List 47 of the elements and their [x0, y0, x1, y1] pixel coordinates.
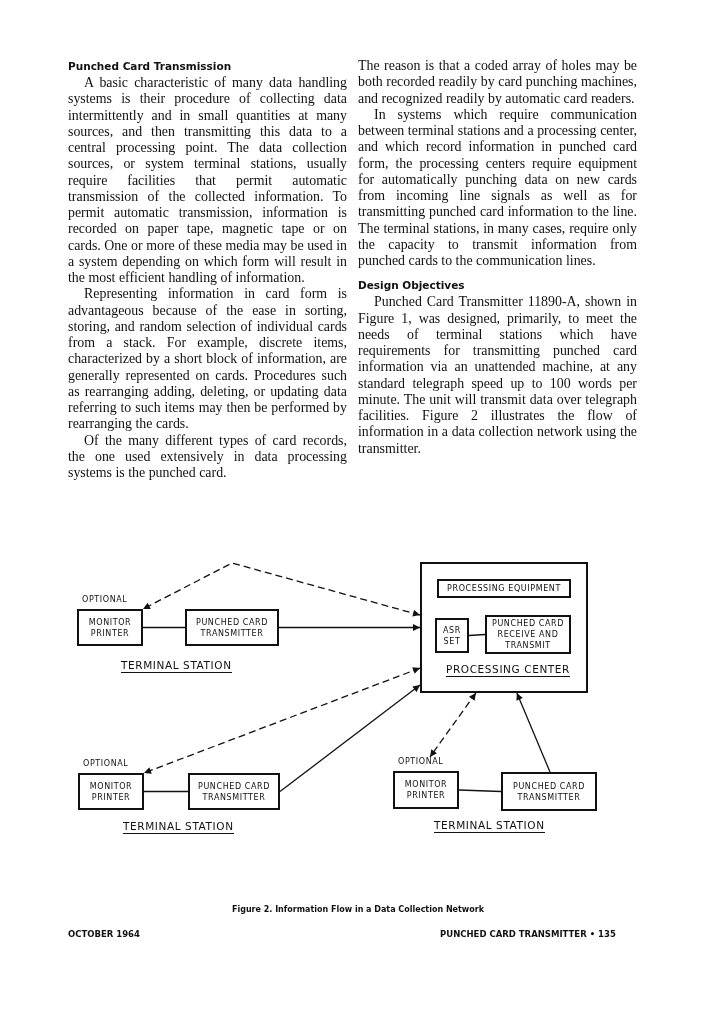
box-text: MONITOR PRINTER: [88, 780, 134, 803]
box-text: PUNCHED CARD TRANSMITTER: [195, 616, 269, 639]
arrow: [142, 562, 421, 617]
paragraph: A basic characteristic of many data handling systems is their procedure of collecting data intermittently and in small quantities at many sources, and then transmitting this data to a central processing point. The data collection sources, or system terminal stations, usually require facilities that permit automatic transmission of the collected information. To permit automatic transmission, information is recorded on paper tape, magnetic tape or on cards. One or more of these media may be used in a system depending on which form will result in the most efficient handling of information.: [68, 75, 347, 287]
box-text: PROCESSING EQUIPMENT: [447, 583, 561, 594]
arrow: [278, 624, 421, 631]
page-footer: OCTOBER 1964: [68, 929, 140, 939]
figure-caption: Figure 2. Information Flow in a Data Collection Network: [231, 905, 484, 914]
arrow: [429, 692, 477, 758]
box-text: MONITOR PRINTER: [403, 779, 449, 801]
device-box: [185, 609, 279, 646]
paragraph: The reason is that a coded array of holes may be both recorded readily by card punching machines, and recognized readily by automatic card readers.: [358, 58, 637, 107]
group-label: PROCESSING CENTER: [446, 664, 570, 677]
device-box: [435, 618, 469, 653]
box-text: PUNCHED CARD TRANSMITTER: [197, 780, 271, 803]
paragraph: Punched Card Transmitter 11890-A, shown in Figure 1, was designed, primarily, to meet the needs of terminal stations which have requirements for transmitting punched card information via an unattended machine, at any standard telegraph speed up to 100 words per minute. The unit will transmit data over telegraph facilities. Figure 2 illustrates the flow of information in a data collection network using the transmitter.: [358, 294, 637, 457]
group-label: TERMINAL STATION: [434, 819, 545, 833]
device-box: [393, 771, 459, 809]
box-text: MONITOR PRINTER: [87, 616, 133, 639]
box-text: PUNCHED CARD TRANSMITTER: [512, 780, 586, 803]
group-label: TERMINAL STATION: [121, 659, 232, 673]
paragraph: Representing information in card form is advantageous because of the ease in sorting, storing, and random selection of individual cards from a stack. For example, discrete items, characterized by a short block of information, are generally represented on cards. Procedures such as rearranging adding, deleting, or updating data referring to such items may then be performed by rearranging the cards.: [68, 286, 347, 433]
annotation-text: OPTIONAL: [83, 759, 129, 768]
section-heading: Punched Card Transmission: [68, 60, 233, 72]
arrow: [516, 692, 551, 773]
group-label: TERMINAL STATION: [123, 820, 234, 834]
arrow: [143, 667, 421, 774]
arrow: [279, 684, 421, 793]
equipment-box: [437, 579, 571, 598]
box-text: PUNCHED CARD RECEIVE AND TRANSMIT: [491, 618, 565, 651]
connector-line: [143, 790, 189, 793]
center-box: [420, 562, 588, 693]
paragraph: Of the many different types of card records, the one used extensively in data processing systems is the punched card.: [68, 432, 347, 482]
connector-line: [468, 633, 486, 637]
box-text: ASR SET: [442, 624, 462, 647]
connector-line: [142, 626, 186, 629]
device-box: [78, 773, 144, 810]
annotation-text: OPTIONAL: [398, 757, 444, 766]
page-footer: PUNCHED CARD TRANSMITTER • 135: [440, 929, 616, 939]
device-box: [485, 615, 571, 654]
section-heading: Design Objectives: [358, 279, 466, 292]
paragraph: In systems which require communication between terminal stations and a processing center, and which record information in punched card form, the processing centers require equipment for automatically punching data on new cards from incoming line signals as well as for transmitting punched card information to the line. The terminal stations, in many cases, require only the capacity to transmit information from punched cards to the communication lines.: [358, 106, 637, 270]
device-box: [501, 772, 597, 811]
annotation-text: OPTIONAL: [82, 595, 128, 604]
connector-line: [458, 789, 502, 793]
device-box: [77, 609, 143, 646]
device-box: [188, 773, 280, 810]
